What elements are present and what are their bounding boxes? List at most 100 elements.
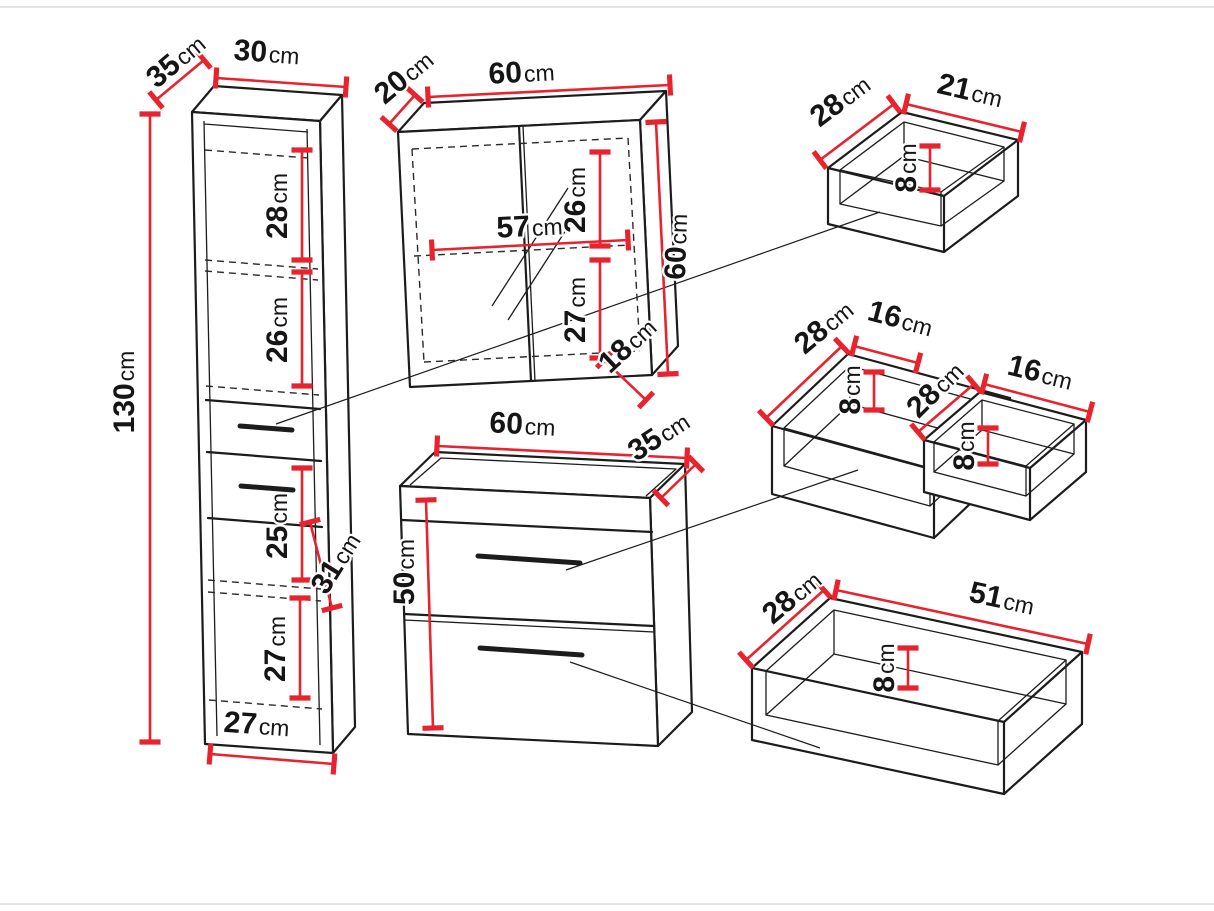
label-drawer-bottom-width-51: 51cm (966, 576, 1037, 622)
label-tall-shelf2-26: 26cm (261, 297, 294, 363)
dim-unit: cm (953, 421, 979, 452)
vanity-front-face (398, 484, 660, 748)
dim-value: 8 (948, 454, 981, 471)
drawer-bottom (750, 596, 1084, 796)
dim-value: 30 (233, 34, 269, 69)
vanity-cabinet (398, 450, 694, 748)
dim-line-tall-depth (147, 50, 213, 110)
dim-line-mirror-width (424, 74, 674, 108)
dim-line-drawer-bottom-depth (737, 580, 833, 670)
tall-cabinet-drawer-top-separator (204, 398, 322, 411)
dim-value: 27 (559, 310, 592, 343)
label-mirror-width-60: 60cm (488, 54, 556, 90)
dim-line-mirror-depth (379, 86, 425, 133)
dim-unit: cm (523, 59, 555, 87)
dim-value: 25 (261, 526, 294, 559)
mirror-inner-top-dashed (411, 137, 629, 150)
leader-vanity-bottom-drawer (569, 661, 821, 749)
dim-line-drawer-mid-left-width (848, 335, 924, 374)
label-drawer-mid-right-height-8: 8 cm (948, 421, 981, 470)
vanity-drawer-separator-inner (403, 619, 655, 633)
dim-unit: cm (665, 213, 692, 245)
tall-cabinet-shelf1b-dashed (204, 270, 319, 281)
label-tall-shelf1-28: 28cm (261, 173, 294, 239)
dim-unit: cm (268, 41, 300, 69)
dim-line-drawer-bottom-width (831, 579, 1093, 655)
vanity-top-drawer-handle-icon (475, 553, 583, 566)
dim-value: 60 (659, 246, 693, 281)
dim-unit: cm (1001, 588, 1036, 620)
dim-unit: cm (113, 351, 139, 382)
dim-unit: cm (266, 493, 292, 524)
dim-unit: cm (1039, 362, 1075, 395)
dim-line-vanity-width (433, 435, 691, 469)
label-tall-shelf4-27: 27cm (259, 616, 292, 682)
tall-cabinet-floor-dashed (208, 699, 323, 710)
drawer-handle-icon (237, 423, 295, 433)
leader-vanity-top-drawer (565, 469, 859, 571)
dim-unit: cm (524, 413, 556, 441)
dimension-lines (139, 50, 1096, 775)
dim-value: 50 (388, 572, 421, 605)
leader-tall-drawer (275, 211, 881, 425)
dim-unit: cm (564, 277, 590, 308)
dim-line-drawer-top-width (901, 93, 1027, 143)
tall-cabinet-shelf3-dashed (207, 579, 322, 590)
label-drawer-mid-left-width-16: 16cm (864, 294, 936, 343)
vanity-bottom-drawer-handle-icon (477, 645, 585, 658)
dim-value: 60 (489, 406, 524, 441)
label-drawer-top-height-8: 8cm (890, 143, 923, 192)
dim-value: 26 (261, 330, 294, 363)
label-mirror-depth-20: 20cm (368, 43, 440, 111)
dim-unit: cm (266, 173, 292, 204)
label-mirror-height-60: 60cm (659, 213, 694, 280)
dim-unit: cm (969, 80, 1005, 112)
dim-unit: cm (266, 297, 292, 328)
dim-unit: cm (393, 539, 419, 570)
tall-cabinet-shelf2-dashed (205, 385, 320, 396)
dim-value: 8 (834, 398, 867, 415)
dim-line-tall-base (206, 743, 338, 775)
dim-value: 16 (1004, 349, 1044, 389)
dim-unit: cm (264, 616, 290, 647)
label-tall-width-30: 30cm (233, 34, 301, 72)
dim-unit: cm (839, 365, 865, 396)
tall-cabinet-inner-left-edge (203, 120, 218, 737)
dim-line-drawer-top-depth (811, 94, 903, 170)
mirror-glint2-icon (507, 201, 585, 321)
dim-unit: cm (873, 643, 899, 674)
vanity-drawer-separator (402, 612, 656, 628)
dim-value: 28 (261, 206, 294, 239)
dim-unit: cm (899, 308, 935, 341)
tall-cabinet-drawer-bottom-separator (205, 450, 323, 463)
label-drawer-mid-right-width-16: 16cm (1004, 349, 1076, 397)
dim-value: 57 (496, 210, 531, 245)
label-tall-base-27: 27cm (223, 706, 291, 744)
label-mirror-inner-lower-27: 27cm (559, 277, 592, 343)
door-handle-icon (238, 483, 296, 493)
dim-line-drawer-mid-left-depth (756, 336, 852, 428)
label-mirror-inner-width-57: 57cm (496, 208, 564, 244)
dim-line-vanity-depth (651, 454, 706, 508)
label-drawer-mid-left-height-8: 8 cm (834, 365, 867, 414)
dim-unit: cm (564, 167, 590, 198)
dim-unit: cm (895, 143, 921, 174)
tall-cabinet (190, 84, 357, 755)
dim-value: 26 (559, 200, 592, 233)
label-drawer-top-width-21: 21cm (934, 67, 1006, 114)
tall-cabinet-shelf1-dashed (204, 259, 319, 270)
label-drawer-top-depth-28: 28cm (804, 67, 877, 133)
dim-line-drawer-mid-right-depth (909, 374, 983, 442)
label-drawer-mid-left-depth-28: 28cm (788, 293, 860, 361)
dim-line-mirror-bottom (594, 350, 656, 410)
tall-cabinet-shelf3b-dashed (207, 591, 322, 602)
dim-line-drawer-mid-right-width (978, 373, 1096, 423)
dim-line-vanity-height (415, 497, 444, 731)
dim-value: 130 (108, 383, 141, 433)
leader-lines (275, 211, 881, 749)
label-tall-height-130: 130cm (108, 351, 141, 434)
dim-value: 51 (966, 576, 1006, 615)
dim-unit: cm (258, 713, 290, 741)
label-drawer-bottom-height-8: 8cm (868, 643, 901, 692)
